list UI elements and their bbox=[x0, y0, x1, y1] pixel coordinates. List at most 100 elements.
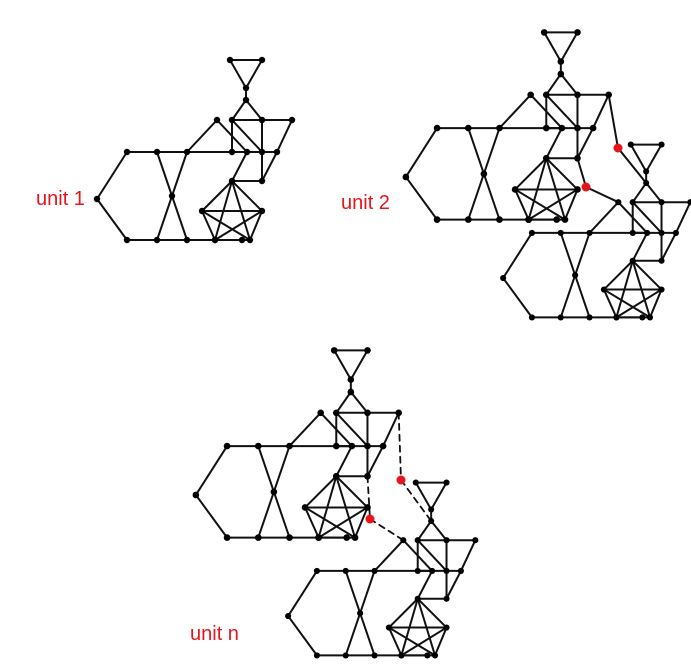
node-layer bbox=[93, 29, 691, 659]
unit-2-link-node bbox=[581, 182, 591, 192]
unit-nb-node bbox=[414, 595, 421, 602]
unit-nb-edge bbox=[430, 520, 448, 542]
unit-2b-edge bbox=[674, 201, 691, 234]
unit-2b-edge bbox=[502, 277, 533, 319]
unit-2a-node bbox=[540, 29, 548, 36]
unit-na-node bbox=[270, 488, 278, 496]
unit-1-edge bbox=[276, 119, 293, 153]
unit-nb-edge bbox=[459, 539, 477, 572]
unit-1-edge bbox=[231, 119, 263, 153]
unit-1-node bbox=[243, 148, 251, 156]
unit-na-node bbox=[254, 534, 262, 541]
unit-na-node bbox=[332, 472, 340, 480]
unit-2b-node bbox=[627, 141, 634, 148]
unit-1-node bbox=[211, 236, 219, 244]
unit-1-edge bbox=[201, 210, 216, 241]
unit-na-node bbox=[254, 442, 262, 450]
unit-1-edge bbox=[261, 151, 278, 182]
unit-n-link-edge bbox=[400, 479, 433, 522]
unit-2a-node bbox=[464, 216, 472, 223]
unit-2a-node bbox=[605, 91, 613, 99]
unit-na-node bbox=[348, 442, 356, 450]
unit-2b-node bbox=[658, 141, 665, 148]
unit-2a-node bbox=[433, 216, 441, 223]
unit-2b-node bbox=[687, 199, 691, 206]
unit-na-edge bbox=[349, 349, 369, 381]
unit-na-edge bbox=[304, 475, 338, 509]
unit-2a-edge bbox=[527, 188, 579, 221]
unit-2b-edge bbox=[615, 288, 663, 319]
unit-na-edge bbox=[288, 411, 322, 448]
unit-2b-edge bbox=[629, 143, 648, 173]
unit-nb-node bbox=[313, 652, 320, 659]
unit-na-edge bbox=[335, 475, 369, 509]
unit-nb-node bbox=[472, 537, 479, 544]
unit-1-node bbox=[183, 148, 191, 156]
unit-nb-node bbox=[424, 652, 431, 659]
unit-na-node bbox=[332, 442, 340, 450]
unit-n-link-node bbox=[396, 475, 406, 485]
unit-2b-node bbox=[643, 179, 650, 187]
unit-na-node bbox=[330, 347, 338, 354]
unit-na-node bbox=[395, 409, 403, 417]
unit-2a-edge bbox=[592, 93, 610, 130]
unit-nb-node bbox=[285, 612, 292, 620]
unit-1-edge bbox=[171, 195, 188, 241]
unit-2b-node bbox=[629, 229, 636, 236]
unit-2b-edge bbox=[602, 288, 651, 319]
unit-2b-edge bbox=[602, 288, 618, 319]
unit-2a-node bbox=[561, 216, 569, 223]
unit-1-node bbox=[273, 148, 281, 156]
unit-2b-edge bbox=[502, 231, 533, 280]
unit-2-link-edge bbox=[617, 147, 648, 184]
unit-na-node bbox=[332, 409, 340, 417]
unit-na-edge bbox=[272, 490, 291, 539]
unit-2b-node bbox=[643, 168, 650, 175]
unit-2a-edge bbox=[514, 188, 566, 221]
unit-1-node bbox=[258, 56, 266, 64]
unit-nb-node bbox=[443, 537, 450, 544]
unit-na-node bbox=[343, 534, 351, 541]
unit-1-node bbox=[258, 177, 266, 185]
unit-2a-edge bbox=[467, 127, 485, 175]
unit-1-edge bbox=[96, 198, 128, 241]
unit-2a-edge bbox=[559, 31, 579, 63]
unit-na-edge bbox=[304, 506, 356, 539]
unit-1-node bbox=[258, 148, 266, 156]
unit-nb-node bbox=[412, 479, 419, 486]
unit-nb-edge bbox=[344, 612, 362, 657]
unit-nb-edge bbox=[400, 626, 448, 657]
unit-2a-node bbox=[574, 186, 581, 193]
unit-2a-edge bbox=[564, 188, 579, 221]
unit-2b-node bbox=[658, 286, 665, 293]
unit-2a-node bbox=[542, 124, 550, 132]
unit-nb-edge bbox=[414, 481, 433, 511]
unit-2a-node bbox=[542, 154, 550, 162]
unit-nb-node bbox=[443, 595, 450, 602]
unit-2b-node bbox=[629, 257, 636, 264]
unit-na-edge bbox=[257, 490, 275, 539]
unit-nb-edge bbox=[359, 569, 376, 615]
unit-2a-node bbox=[402, 173, 410, 181]
unit-nb-edge bbox=[445, 569, 462, 600]
unit-1-node bbox=[153, 148, 161, 156]
unit-2a-node bbox=[574, 154, 581, 162]
unit-2a-node bbox=[542, 91, 550, 99]
unit-1-node bbox=[288, 116, 296, 124]
unit-nb-node bbox=[443, 624, 450, 631]
unit-nb-node bbox=[428, 517, 435, 525]
unit-na-edge bbox=[194, 445, 229, 496]
unit-2b-edge bbox=[631, 231, 649, 262]
unit-nb-edge bbox=[359, 612, 376, 657]
unit-na-edge bbox=[366, 445, 385, 478]
unit-na-node bbox=[223, 534, 231, 541]
unit-na-edge bbox=[257, 445, 275, 493]
unit-nb-node bbox=[429, 567, 436, 574]
unit-2a-edge bbox=[404, 175, 439, 221]
unit-2a-node bbox=[589, 124, 597, 132]
unit-2b-edge bbox=[645, 143, 663, 173]
unit-nb-edge bbox=[434, 626, 448, 657]
unit-nb-edge bbox=[416, 569, 434, 600]
unit-na-node bbox=[364, 409, 371, 417]
